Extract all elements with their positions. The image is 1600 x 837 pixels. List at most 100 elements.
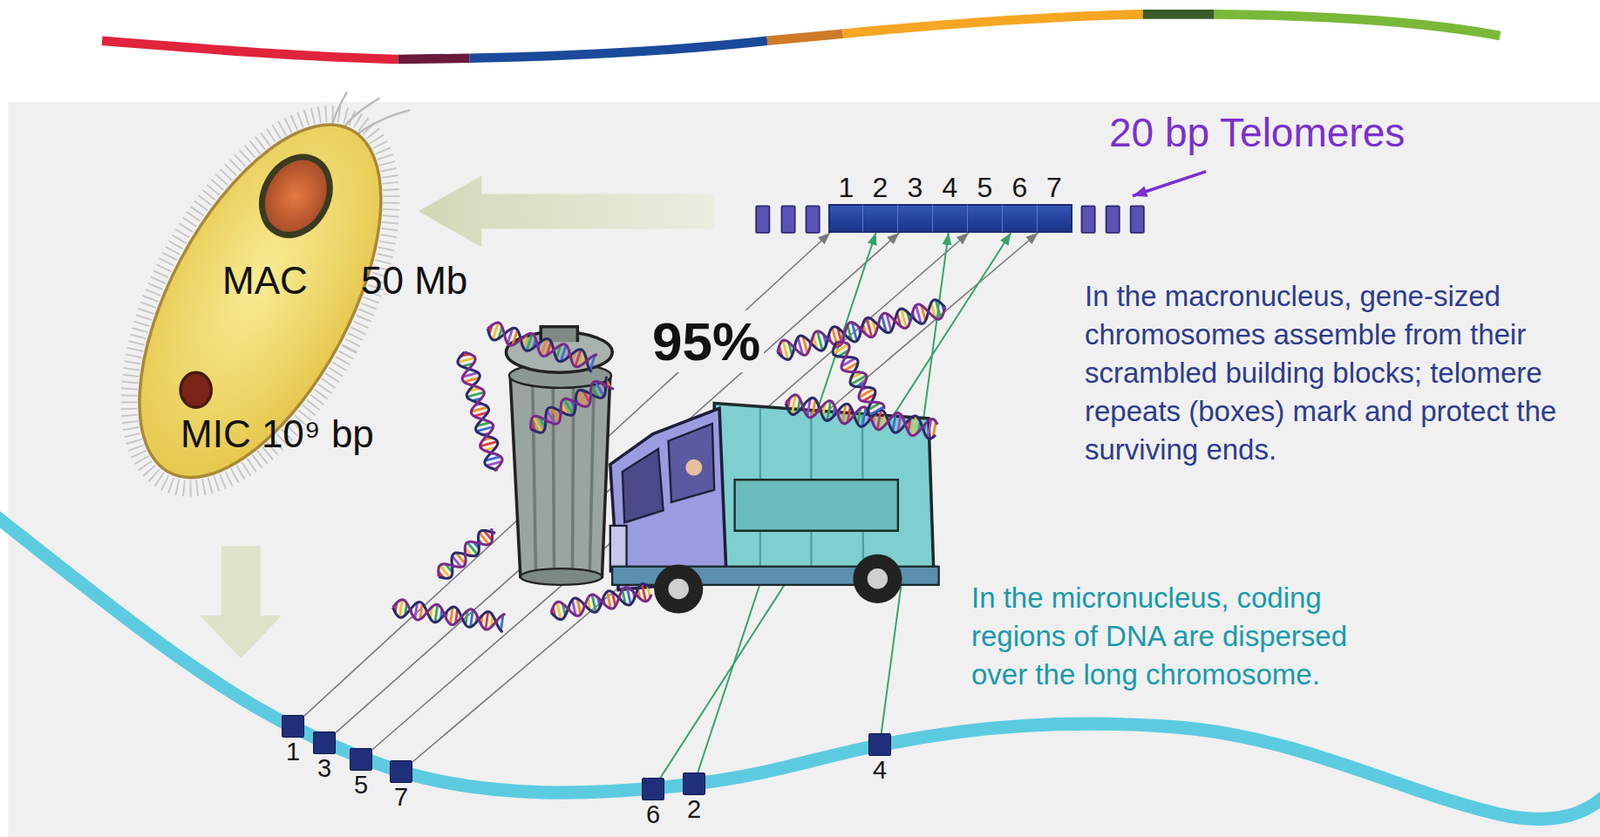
dna-strand [456,349,505,473]
garbage-truck [610,402,940,613]
mic-coding-segment: 5 [349,748,373,771]
wheel-hub [867,568,888,589]
telomere-box [806,205,820,232]
ribbon-segment [397,58,470,60]
segment-number: 6 [1012,173,1029,202]
mic-coding-segment: 7 [389,760,413,783]
telomere-pointer [1132,171,1206,197]
mac-chromosome-segment: 6 [1002,204,1038,233]
driver [685,459,702,477]
ribbon-segment [767,34,844,41]
windshield [622,449,664,523]
mac-chromosome-segment: 1 [828,204,864,233]
container-panel [735,479,899,532]
assembly-arrow [335,232,899,733]
header-ribbon [102,13,1500,60]
truck-cab [610,408,727,590]
segment-number: 4 [942,173,959,202]
dna-base-pair [485,611,489,630]
mac-chromosome-segment: 3 [898,204,933,233]
transfer-arrow [418,175,715,247]
cilium [341,97,380,130]
dna-strand [391,598,505,633]
percent-label: 95% [648,310,764,373]
dna-strand [433,524,499,584]
segment-number: 2 [872,173,889,202]
description-text: In the macronucleus, gene-sized chromoso… [1084,277,1573,470]
dna-strand [456,349,505,473]
wheel [653,564,703,613]
segment-number: 5 [977,173,994,202]
dna-helix [433,524,499,584]
segment-number: 7 [1046,173,1063,202]
can-base [520,568,603,586]
dna-strand [525,374,615,437]
side-window [668,423,715,503]
telomere-box [1106,205,1120,232]
dna-strand [484,320,598,373]
mac-chromosome-segment: 5 [967,204,1003,233]
nucleus-label: MIC 10⁹ bp [180,412,375,457]
ribbon-segment [843,13,1144,34]
grille [610,525,627,572]
segment-number: 7 [394,784,409,811]
dna-strand [391,598,505,633]
segment-number: 2 [687,796,702,823]
telomere-box [1081,205,1095,232]
trash-can [505,326,613,586]
assembly-arrow [372,232,969,750]
mic-coding-segment: 6 [641,777,665,801]
wheel-hub [668,578,689,600]
segment-number: 3 [907,173,924,202]
can-ridge [589,386,594,571]
dna-strand [433,524,499,584]
mac-chromosome-segment: 2 [863,204,899,233]
mic-coding-segment: 1 [281,714,305,738]
dna-helix [549,582,654,622]
dna-base-pair [399,599,402,618]
genome-size-label: 50 Mb [360,258,468,304]
ribbon-segment [102,40,398,60]
dna-helix [391,598,505,633]
can-ridge [532,386,537,571]
telomere-label: 20 bp Telomeres [1109,109,1405,157]
segment-number: 6 [646,802,661,828]
segment-number: 5 [354,772,368,798]
dna-helix [829,337,886,418]
dna-base-pair [435,604,438,623]
dna-base-pair [868,406,885,416]
mic-coding-segment: 2 [682,772,706,796]
mac-chromosome-segment: 4 [932,204,968,233]
dna-strand [829,337,886,417]
dna-strand [549,582,654,621]
mac-chromosome-segment: 7 [1037,204,1073,233]
dna-strand [549,582,654,621]
ribbon-segment [1214,13,1501,36]
segment-number: 3 [317,755,332,782]
segment-number: 4 [872,757,887,783]
dna-helix [775,297,948,362]
segment-number: 1 [285,739,300,765]
telomere-box [755,205,770,232]
mic-coding-segment: 3 [313,731,336,755]
assembly-arrow [412,232,1038,763]
telomere-box [1130,205,1144,232]
dna-strand [829,337,886,417]
dna-helix [484,320,598,373]
macronucleus [248,144,343,247]
ribbon-segment [469,40,768,59]
ribbon-segment [1143,9,1215,20]
wheel [852,554,902,604]
dna-helix [525,374,615,437]
telomere-box [781,205,795,232]
cilium [352,109,411,138]
micronucleus [180,372,212,408]
dna-strand [525,374,615,437]
dna-strand [484,320,598,373]
mic-coding-segment: 4 [868,733,892,756]
dna-strand [775,297,948,362]
description-text: In the micronucleus, coding regions of D… [971,578,1408,695]
nucleus-label: MAC [222,258,308,304]
cilium [331,91,348,128]
